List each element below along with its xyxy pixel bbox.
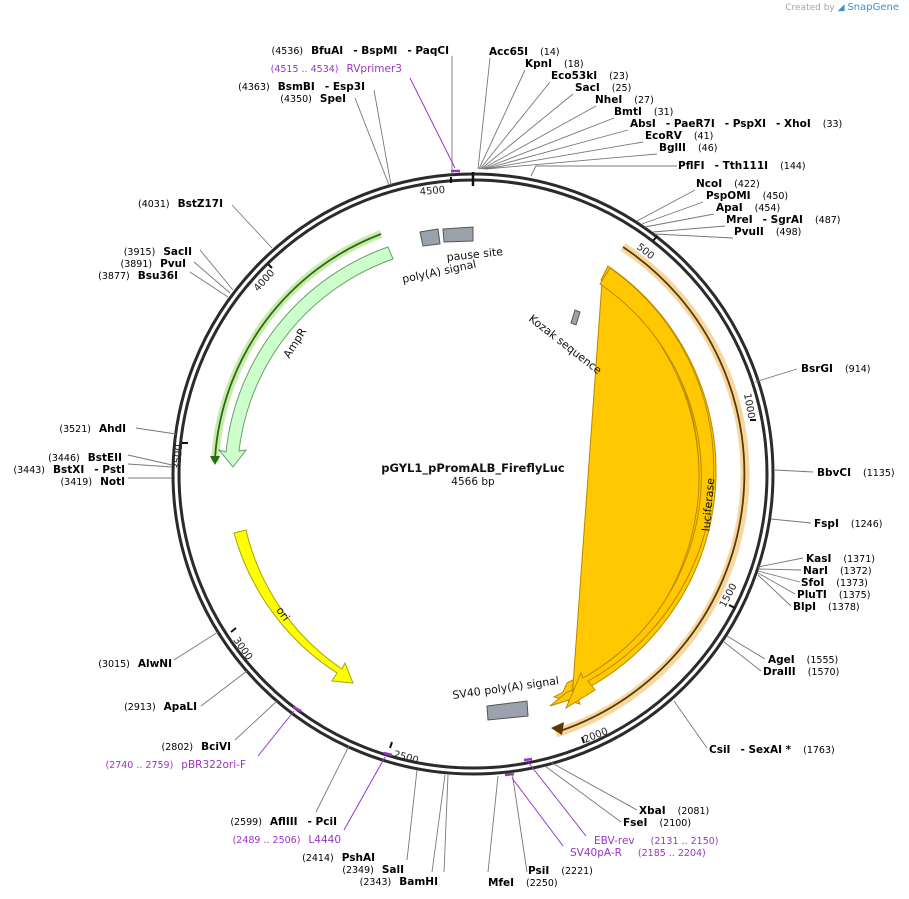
site-BmtI: BmtI(31) bbox=[614, 106, 673, 118]
luciferase-orf-arrowhead bbox=[551, 722, 564, 735]
primer-SV40pA-R: SV40pA-R(2185 .. 2204) bbox=[570, 847, 706, 859]
site-BlpI: BlpI(1378) bbox=[793, 601, 860, 613]
primer-pBR322ori-F: (2740 .. 2759)pBR322ori-F bbox=[105, 759, 246, 771]
site-PshAI: (2414)PshAI bbox=[302, 852, 375, 864]
primer-EBV-rev: EBV-rev(2131 .. 2150) bbox=[594, 835, 719, 847]
site-MfeI: MfeI(2250) bbox=[488, 877, 558, 889]
site-labels: Acc65I(14) KpnI(18) Eco53kI(23) SacI(25)… bbox=[13, 45, 894, 889]
site-PvuI: (3891)PvuI bbox=[120, 258, 186, 270]
kozak-feature bbox=[570, 309, 581, 326]
site-NotI: (3419)NotI bbox=[60, 476, 125, 488]
primer-L4440: (2489 .. 2506)L4440 bbox=[233, 834, 341, 846]
site-ApaI: ApaI(454) bbox=[716, 202, 780, 214]
primer-RVprimer3: (4515 .. 4534)RVprimer3 bbox=[271, 63, 402, 75]
credit-brand: SnapGene bbox=[847, 2, 899, 13]
backbone bbox=[171, 172, 775, 776]
features: luciferase AmpR ori SV40 poly(A) signal … bbox=[210, 226, 750, 738]
site-NarI: NarI(1372) bbox=[803, 565, 872, 577]
site-SpeI: (4350)SpeI bbox=[280, 93, 346, 105]
site-AbsI: AbsI- PaeR7I- PspXI- XhoI(33) bbox=[630, 118, 842, 130]
site-AlwNI: (3015)AlwNI bbox=[98, 658, 172, 670]
kozak-label: Kozak sequence bbox=[526, 312, 604, 377]
site-ApaLI: (2913)ApaLI bbox=[124, 701, 197, 713]
site-XbaI: XbaI(2081) bbox=[639, 805, 709, 817]
pause-site-feature bbox=[442, 226, 474, 243]
luciferase-orf-line bbox=[559, 246, 746, 732]
site-BstXI: (3443)BstXI- PstI bbox=[13, 464, 125, 476]
site-AhdI: (3521)AhdI bbox=[59, 423, 126, 435]
site-BamHI: (2343)BamHI bbox=[360, 876, 438, 888]
site-AgeI: AgeI(1555) bbox=[768, 654, 838, 666]
site-BglII: BglII(46) bbox=[659, 142, 717, 154]
ampR-orf-arrowhead bbox=[210, 456, 220, 465]
site-Eco53kI: Eco53kI(23) bbox=[551, 70, 629, 82]
site-PvuII: PvuII(498) bbox=[734, 226, 801, 238]
site-SalI: (2349)SalI bbox=[342, 864, 404, 876]
site-PsiI: PsiI(2221) bbox=[528, 865, 593, 877]
site-PflFI: PflFI- Tth111I(144) bbox=[678, 160, 806, 172]
site-FseI: FseI(2100) bbox=[623, 817, 691, 829]
site-CsiI: CsiI- SexAI *(1763) bbox=[709, 744, 835, 756]
site-AflIII: (2599)AflIII- PciI bbox=[230, 816, 337, 828]
plasmid-length: 4566 bp bbox=[451, 476, 495, 488]
site-BstEII: (3446)BstEII bbox=[48, 452, 122, 464]
tick-label-1000: 1000 bbox=[741, 393, 756, 420]
site-BsrGI: BsrGI(914) bbox=[801, 363, 871, 375]
sv40-polya-label: SV40 poly(A) signal bbox=[452, 674, 560, 702]
ampR-feature bbox=[217, 246, 394, 468]
site-BbvCI: BbvCI(1135) bbox=[817, 467, 895, 479]
site-SacI: SacI(25) bbox=[575, 82, 631, 94]
site-NcoI: NcoI(422) bbox=[696, 178, 760, 190]
site-connectors bbox=[127, 56, 814, 873]
credit-prefix: Created by bbox=[785, 3, 835, 13]
site-Bsu36I: (3877)Bsu36I bbox=[98, 270, 178, 282]
site-PluTI: PluTI(1375) bbox=[797, 589, 870, 601]
snapgene-logo-icon: ◢ bbox=[837, 3, 845, 13]
ori-feature bbox=[233, 529, 354, 684]
site-SacII: (3915)SacII bbox=[124, 246, 192, 258]
site-NheI: NheI(27) bbox=[595, 94, 654, 106]
tick-label-4500: 4500 bbox=[419, 185, 445, 198]
tick-label-3500: 3500 bbox=[172, 444, 185, 470]
primer-labels: (4515 .. 4534)RVprimer3 EBV-rev(2131 .. … bbox=[105, 63, 718, 859]
pause-site-label: pause site bbox=[446, 245, 504, 264]
site-BfuAI: (4536)BfuAI- BspMI- PaqCI bbox=[272, 45, 449, 57]
site-EcoRV: EcoRV(41) bbox=[645, 130, 713, 142]
site-MreI: MreI- SgrAI(487) bbox=[726, 214, 841, 226]
site-KpnI: KpnI(18) bbox=[525, 58, 584, 70]
luciferase-label: luciferase bbox=[700, 477, 718, 532]
site-PspOMI: PspOMI(450) bbox=[706, 190, 788, 202]
site-BsmBI: (4363)BsmBI- Esp3I bbox=[238, 81, 365, 93]
polya-feature bbox=[419, 228, 441, 247]
tick-label-3000: 3000 bbox=[231, 635, 255, 662]
snapgene-credit: Created by ◢ SnapGene bbox=[785, 2, 899, 13]
site-DraIII: DraIII(1570) bbox=[763, 666, 839, 678]
primer-connectors bbox=[257, 77, 587, 847]
site-BciVI: (2802)BciVI bbox=[162, 741, 231, 753]
site-SfoI: SfoI(1373) bbox=[801, 577, 868, 589]
tick-label-4000: 4000 bbox=[252, 268, 277, 294]
site-KasI: KasI(1371) bbox=[806, 553, 875, 565]
plasmid-name: pGYL1_pPromALB_FireflyLuc bbox=[381, 461, 565, 476]
site-Acc65I: Acc65I(14) bbox=[489, 46, 560, 58]
ampR-orf-line bbox=[214, 233, 382, 459]
sv40-polya-feature bbox=[486, 700, 529, 721]
site-BstZ17I: (4031)BstZ17I bbox=[138, 198, 223, 210]
site-FspI: FspI(1246) bbox=[814, 518, 882, 530]
